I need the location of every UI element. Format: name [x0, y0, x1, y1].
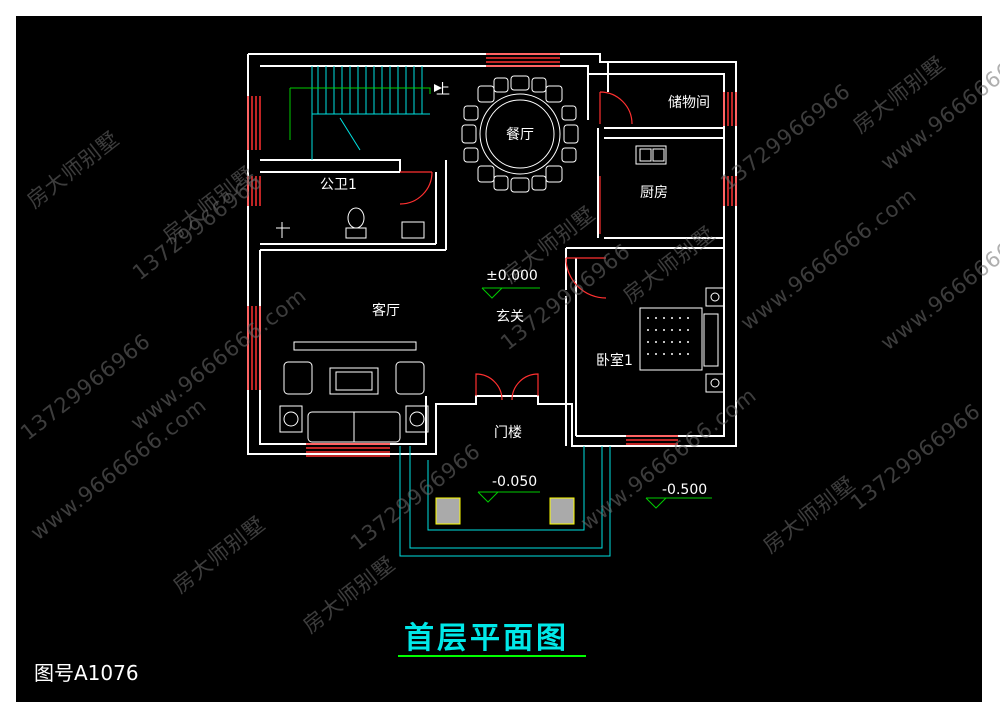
level-porch-label: -0.050 — [492, 474, 538, 490]
stair-up-mark: 上 — [436, 82, 450, 98]
stair-treads — [317, 66, 423, 114]
floor-plan — [247, 53, 737, 557]
door-main-right — [511, 373, 539, 401]
windows — [247, 53, 737, 457]
drawing-title: 首层平面图 — [404, 621, 569, 656]
doors — [399, 91, 633, 401]
room-label-storage: 储物间 — [668, 95, 710, 111]
window-bottom-living — [306, 443, 390, 457]
dining-table — [461, 75, 579, 193]
stair-wall — [260, 159, 401, 172]
level-markers — [477, 287, 712, 509]
room-label-entrance: 门楼 — [494, 425, 522, 441]
title-underline — [398, 655, 586, 657]
bathroom-fixtures — [276, 207, 425, 239]
door-bedroom — [565, 257, 607, 299]
room-label-living: 客厅 — [372, 303, 400, 319]
window-left-2 — [247, 176, 261, 206]
window-bottom-bedroom — [626, 435, 678, 445]
drawing-number: 图号A1076 — [34, 661, 139, 685]
window-right-storage — [723, 92, 737, 126]
bed-pattern — [647, 317, 689, 355]
stairs — [289, 66, 431, 160]
living-furniture — [279, 341, 429, 443]
door-bathroom — [399, 171, 433, 205]
level-ground-label: -0.500 — [662, 482, 708, 498]
porch-columns — [435, 497, 575, 525]
room-label-dining: 餐厅 — [506, 127, 534, 143]
window-left-3 — [247, 306, 261, 390]
porch — [399, 446, 611, 557]
window-left-1 — [247, 96, 261, 150]
drawing-frame: 房大师别墅 13729966966 www.9666666.com 房大师别墅 … — [16, 16, 1000, 702]
door-main-left — [475, 373, 503, 401]
room-label-bathroom: 公卫1 — [320, 177, 357, 193]
room-label-foyer: 玄关 — [496, 309, 524, 325]
window-top — [486, 53, 560, 67]
level-floor-label: ±0.000 — [486, 268, 538, 284]
stair-arrow — [434, 84, 442, 92]
room-label-bedroom: 卧室1 — [596, 353, 633, 369]
window-right-kitchen — [723, 176, 737, 206]
kitchen-fixtures — [635, 145, 667, 165]
room-label-kitchen: 厨房 — [640, 185, 668, 201]
bedroom-bed — [639, 287, 725, 393]
door-storage — [599, 91, 633, 125]
outer-wall — [247, 53, 737, 455]
